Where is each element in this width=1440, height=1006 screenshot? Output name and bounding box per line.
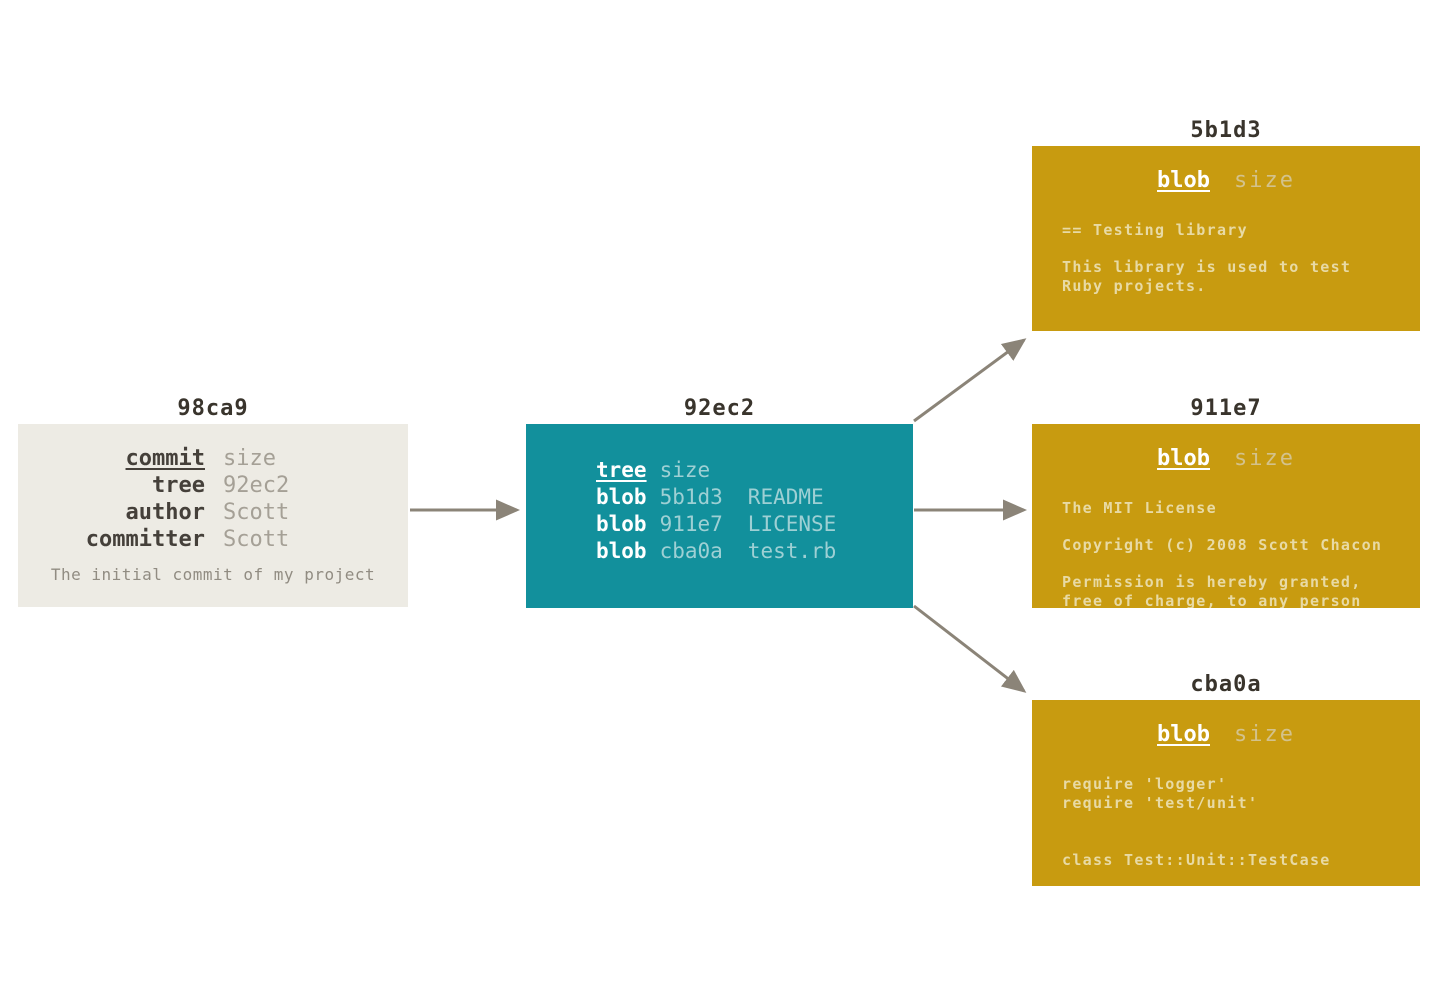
commit-field-row: tree 92ec2	[18, 472, 408, 499]
blob-object-box-5b1d3: blob size == Testing library This library…	[1032, 146, 1420, 331]
commit-tree-value: 92ec2	[223, 473, 290, 498]
commit-id-label: 98ca9	[177, 396, 249, 421]
tree-entry-name: test.rb	[747, 539, 837, 563]
blob-type-keyword: blob	[1157, 168, 1210, 193]
blob-header: blob size	[1062, 168, 1410, 194]
commit-field-row: author Scott	[18, 499, 408, 526]
tree-size-value: size	[659, 458, 711, 482]
tree-entry-name: LICENSE	[747, 512, 837, 536]
arrow-tree-to-blob-cba0a	[913, 604, 1027, 693]
blob-content-line: class Test::Unit::TestCase	[1062, 851, 1331, 869]
blob-id-label: 911e7	[1190, 396, 1262, 421]
tree-id-label: 92ec2	[683, 396, 756, 421]
blob-content-line: Copyright (c) 2008 Scott Chacon	[1062, 536, 1383, 554]
blob-node-5b1d3: 5b1d3 blob size == Testing library This l…	[1032, 118, 1420, 331]
blob-type-keyword: blob	[1157, 446, 1210, 471]
tree-entry-hash: 911e7	[659, 512, 723, 536]
tree-header-row: tree size	[596, 457, 913, 484]
blob-content-line: This library is used to test Ruby projec…	[1062, 258, 1352, 295]
blob-content-line: The MIT License	[1062, 499, 1217, 517]
tree-entry-mode: blob	[596, 512, 647, 536]
blob-object-box-cba0a: blob size require 'logger' require 'test/…	[1032, 700, 1420, 886]
blob-object-box-911e7: blob size The MIT License Copyright (c) 2…	[1032, 424, 1420, 608]
tree-entry-row: blob 5b1d3 README	[596, 484, 913, 511]
arrow-tree-to-blob-5b1d3	[913, 338, 1027, 423]
tree-entry-hash: cba0a	[659, 539, 723, 563]
blob-size-value: size	[1234, 722, 1295, 747]
tree-node: 92ec2 tree size blob 5b1d3 README blob 911e7…	[526, 396, 913, 608]
blob-content-line: require 'logger' require 'test/unit'	[1062, 775, 1259, 812]
commit-node: 98ca9 commit size tree 92ec2 author Scot…	[18, 396, 408, 607]
blob-id-label: cba0a	[1190, 672, 1262, 697]
blob-id-label: 5b1d3	[1190, 118, 1262, 143]
tree-entry-name: README	[747, 485, 824, 509]
blob-content-line: Permission is hereby granted, free of ch…	[1062, 573, 1362, 608]
commit-committer-value: Scott	[223, 527, 290, 552]
blob-node-911e7: 911e7 blob size The MIT License Copyright…	[1032, 396, 1420, 608]
commit-author-key: author	[125, 500, 205, 525]
commit-type-keyword: commit	[125, 446, 205, 471]
blob-header: blob size	[1062, 446, 1410, 472]
commit-author-value: Scott	[223, 500, 290, 525]
tree-entry-hash: 5b1d3	[659, 485, 723, 509]
tree-entry-mode: blob	[596, 485, 647, 509]
tree-entry-mode: blob	[596, 539, 647, 563]
tree-entry-row: blob 911e7 LICENSE	[596, 511, 913, 538]
tree-type-keyword: tree	[596, 458, 647, 482]
blob-node-cba0a: cba0a blob size require 'logger' require …	[1032, 672, 1420, 886]
commit-fields: commit size tree 92ec2 author Scott comm…	[18, 445, 408, 553]
tree-object-box: tree size blob 5b1d3 README blob 911e7 LICENS…	[526, 424, 913, 608]
commit-tree-key: tree	[152, 473, 205, 498]
blob-header: blob size	[1062, 722, 1410, 748]
commit-committer-key: committer	[85, 527, 205, 552]
tree-entry-row: blob cba0a test.rb	[596, 538, 913, 565]
commit-field-row: commit size	[18, 445, 408, 472]
commit-field-row: committer Scott	[18, 526, 408, 553]
blob-type-keyword: blob	[1157, 722, 1210, 747]
commit-message: The initial commit of my project	[50, 565, 376, 584]
commit-size-value: size	[223, 446, 276, 471]
commit-object-box: commit size tree 92ec2 author Scott comm…	[18, 424, 408, 607]
blob-size-value: size	[1234, 168, 1295, 193]
blob-content-line: == Testing library	[1062, 221, 1248, 239]
blob-size-value: size	[1234, 446, 1295, 471]
